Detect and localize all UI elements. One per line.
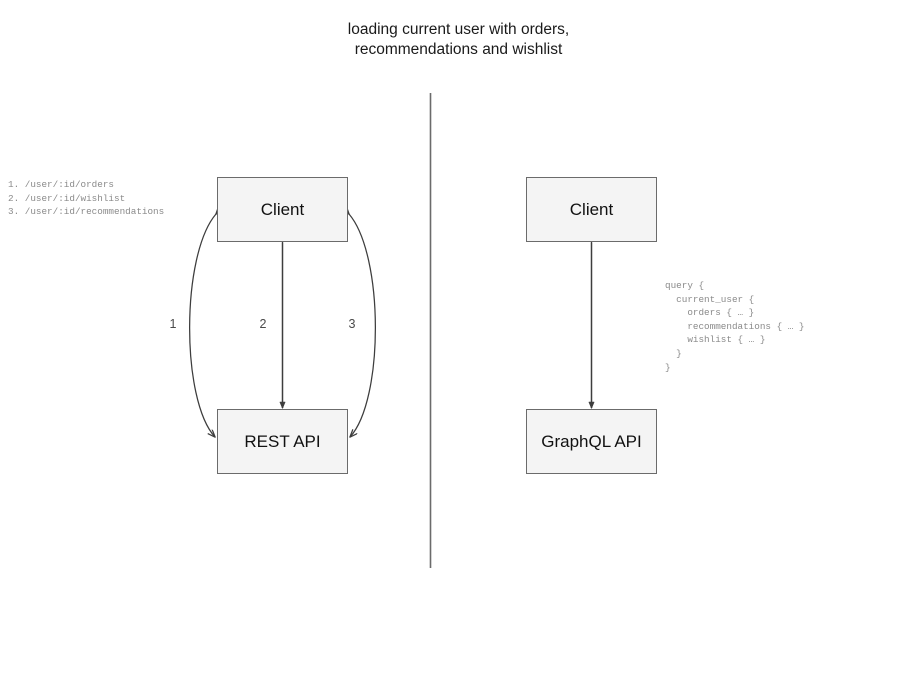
node-rest-api-label: REST API [244, 431, 321, 451]
edge-1-curve [189, 214, 216, 437]
node-client-graphql-label: Client [569, 199, 614, 219]
edge-label-2: 2 [259, 317, 267, 331]
node-client-rest-label: Client [260, 199, 305, 219]
node-client-rest[interactable]: Client [217, 177, 348, 242]
page-title: loading current user with orders, recomm… [347, 21, 570, 58]
node-client-graphql[interactable]: Client [526, 177, 657, 242]
edge-label-1: 1 [169, 317, 177, 331]
edge-3-curve [349, 214, 376, 437]
node-graphql-api[interactable]: GraphQL API [526, 409, 657, 474]
edge-label-3: 3 [348, 317, 356, 331]
rest-endpoints-list: 1. /user/:id/orders 2. /user/:id/wishlis… [8, 179, 165, 218]
graphql-query-snippet: query { current_user { orders { … } reco… [665, 280, 805, 373]
node-rest-api[interactable]: REST API [217, 409, 348, 474]
node-graphql-api-label: GraphQL API [541, 431, 642, 451]
